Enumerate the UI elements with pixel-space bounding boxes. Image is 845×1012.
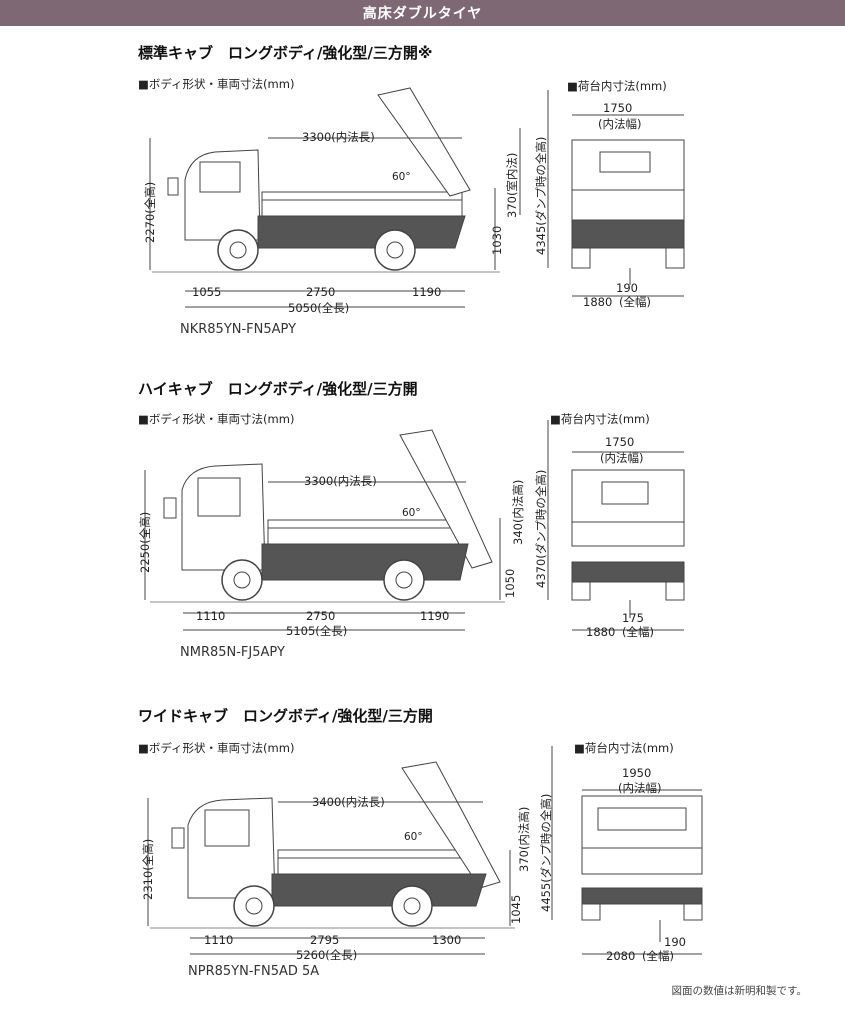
ground-clearance-label: 175 (622, 611, 644, 625)
total-length-label: 5105(全長) (286, 624, 347, 638)
ground-clearance-label: 190 (664, 935, 686, 949)
ground-clearance-label: 190 (616, 281, 638, 295)
inner-width-label: 1750 (603, 101, 632, 115)
side-view-label: ■ボディ形状・車両寸法(mm) (138, 77, 295, 91)
total-width-caption: (全幅) (642, 949, 674, 963)
section-header: 高床ダブルタイヤ (0, 0, 845, 26)
dump-height-label: 4345(ダンプ時の全高) (534, 137, 548, 255)
rear-view-diagram-high-cab: 1750 (内法幅) 4370(ダンプ時の全高) 175 1880 (全幅) (534, 420, 685, 639)
rear-view-diagram-wide-cab: 1950 (内法幅) 4455(ダンプ時の全高) 190 2080 (全幅) (539, 746, 703, 963)
inner-length-label: 3400(内法長) (312, 795, 385, 809)
section-title-standard-cab: 標準キャブ ロングボディ/強化型/三方開※ (138, 44, 433, 62)
wheelbase-label: 2750 (306, 609, 335, 623)
angle-label: 60° (402, 507, 421, 519)
rear-view-label: ■荷台内寸法(mm) (574, 741, 674, 755)
side-view-diagram-wide-cab: 3400(内法長) 60° 2310(全高) 1110 2795 1300 52… (141, 761, 531, 962)
section-title-high-cab: ハイキャブ ロングボディ/強化型/三方開 (138, 380, 418, 398)
dump-height-label: 4455(ダンプ時の全高) (539, 794, 553, 912)
side-height-label: 370(内法高) (517, 807, 531, 872)
rear-overhang-label: 1300 (432, 933, 461, 947)
inner-width-caption: (内法幅) (618, 781, 661, 795)
inner-width-caption: (内法幅) (598, 117, 641, 131)
wheelbase-label: 2750 (306, 285, 335, 299)
total-width-caption: (全幅) (619, 295, 651, 309)
rear-overhang-label: 1190 (412, 285, 441, 299)
header-title: 高床ダブルタイヤ (362, 6, 483, 22)
side-height-label: 340(内法高) (511, 480, 525, 545)
total-length-label: 5050(全長) (288, 301, 349, 315)
rear-view-label: ■荷台内寸法(mm) (567, 79, 667, 93)
front-overhang-label: 1055 (192, 285, 221, 299)
rear-view-label: ■荷台内寸法(mm) (550, 412, 650, 426)
deck-height-label: 1045 (509, 895, 523, 924)
side-view-diagram-standard-cab: 3300(内法長) 60° 2270(全高) 1055 2750 1190 50… (143, 87, 521, 315)
deck-height-label: 1050 (503, 569, 517, 598)
model-code: NMR85N-FJ5APY (180, 645, 285, 660)
side-view-label: ■ボディ形状・車両寸法(mm) (138, 412, 295, 426)
total-width-label: 1880 (586, 625, 615, 639)
angle-label: 60° (404, 831, 423, 843)
rear-overhang-label: 1190 (420, 609, 449, 623)
total-height-label: 2250(全高) (138, 512, 152, 573)
total-length-label: 5260(全長) (296, 948, 357, 962)
wheelbase-label: 2795 (310, 933, 339, 947)
inner-width-label: 1750 (605, 435, 634, 449)
front-overhang-label: 1110 (196, 609, 225, 623)
inner-width-label: 1950 (622, 766, 651, 780)
total-width-caption: (全幅) (622, 625, 654, 639)
deck-height-label: 1030 (490, 226, 504, 255)
rear-view-diagram-standard-cab: 1750 (内法幅) 4345(ダンプ時の全高) 190 1880 (全幅) (534, 90, 685, 309)
front-overhang-label: 1110 (204, 933, 233, 947)
dump-height-label: 4370(ダンプ時の全高) (534, 470, 548, 588)
model-code: NKR85YN-FN5APY (180, 322, 297, 337)
inner-length-label: 3300(内法長) (304, 474, 377, 488)
side-view-label: ■ボディ形状・車両寸法(mm) (138, 741, 295, 755)
total-width-label: 2080 (606, 949, 635, 963)
angle-label: 60° (392, 171, 411, 183)
inner-length-label: 3300(内法長) (302, 130, 375, 144)
total-width-label: 1880 (583, 295, 612, 309)
total-height-label: 2270(全高) (143, 182, 157, 243)
side-view-diagram-high-cab: 3300(内法長) 60° 2250(全高) 1110 2750 1190 51… (138, 429, 525, 638)
model-code: NPR85YN-FN5AD 5A (188, 964, 320, 979)
inner-width-caption: (内法幅) (600, 451, 643, 465)
section-title-wide-cab: ワイドキャブ ロングボディ/強化型/三方開 (138, 707, 433, 725)
total-height-label: 2310(全高) (141, 839, 155, 900)
footnote: 図面の数値は新明和製です。 (671, 985, 807, 997)
side-height-label: 370(室内法) (505, 153, 519, 218)
